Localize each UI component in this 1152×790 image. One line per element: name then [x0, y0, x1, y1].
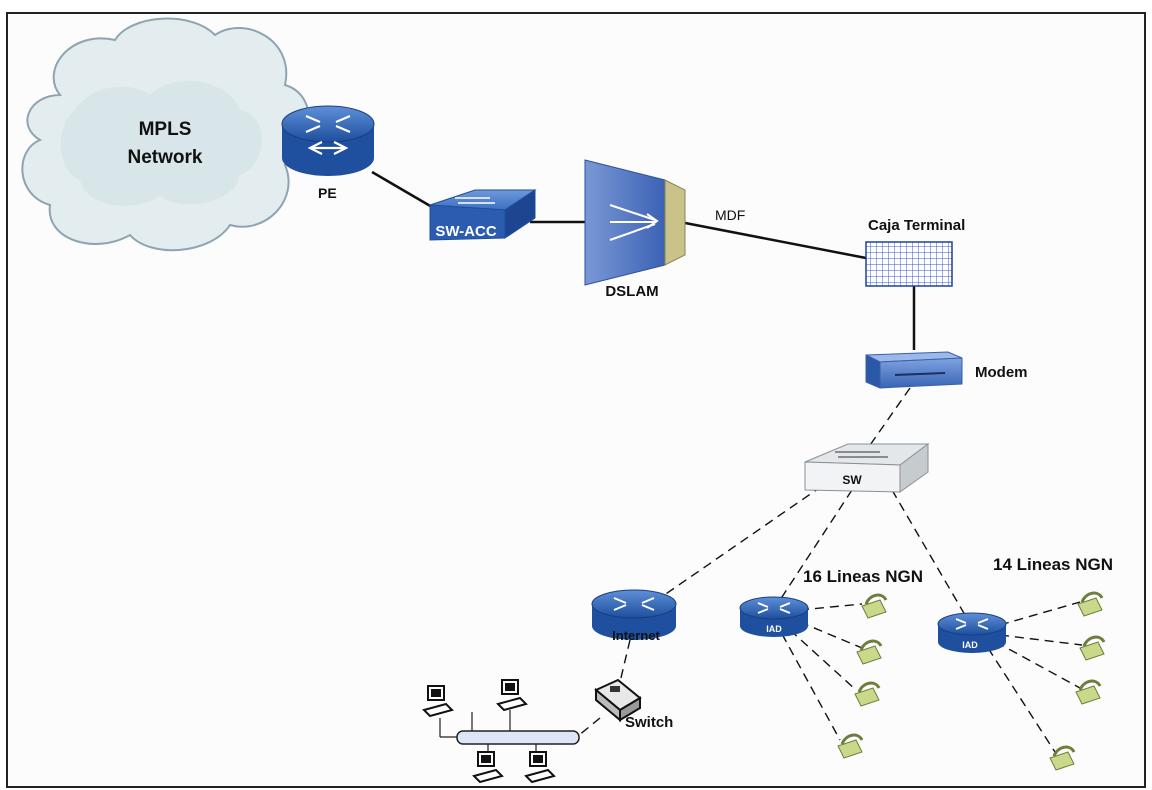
caja-terminal-icon — [865, 241, 953, 287]
pc-icon — [422, 685, 454, 718]
dashed-links — [577, 387, 1083, 753]
sw-switch-icon — [804, 443, 930, 493]
modem-icon — [865, 351, 963, 389]
mdf-label: MDF — [715, 207, 745, 223]
phone-icon — [837, 733, 864, 759]
lan-switch-icon — [594, 678, 642, 723]
caja-terminal-label: Caja Terminal — [868, 217, 965, 234]
link-modem-sw — [867, 387, 911, 449]
lines16-label: 16 Lineas NGN — [803, 567, 923, 586]
iad2-label: IAD — [962, 640, 978, 650]
link-sw-iad1 — [779, 489, 853, 601]
link-iad2-phone2 — [999, 634, 1083, 646]
mpls-cloud: MPLS Network — [21, 17, 311, 252]
link-sw-iad2 — [891, 489, 966, 616]
cloud-title-line2: Network — [128, 147, 203, 168]
link-iad1-phone2 — [799, 621, 863, 649]
link-iad1-phone3 — [789, 629, 857, 691]
phone-icon — [856, 639, 883, 665]
link-switch-lan — [577, 717, 601, 737]
pc-icon — [496, 679, 528, 712]
internet-router-icon — [591, 589, 677, 640]
iad1-router-icon — [739, 596, 809, 637]
phone-icon — [854, 681, 881, 707]
dslam-label: DSLAM — [605, 283, 658, 300]
pc-icon — [524, 751, 556, 784]
phone-icon — [1077, 591, 1104, 617]
sw-label: SW — [842, 473, 862, 487]
modem-label: Modem — [975, 364, 1028, 381]
lan-bus-icon — [439, 710, 580, 758]
iad1-label: IAD — [766, 624, 782, 634]
phone-icon — [1079, 635, 1106, 661]
link-internet-switch — [619, 639, 631, 683]
phone-icon — [1075, 679, 1102, 705]
sw-acc-label: SW-ACC — [435, 223, 497, 240]
dslam-icon — [584, 159, 686, 286]
lines14-label: 14 Lineas NGN — [993, 555, 1113, 574]
link-iad1-phone1 — [799, 603, 863, 611]
pe-label: PE — [318, 185, 337, 201]
link-pe-swacc — [371, 170, 433, 209]
sw-acc-switch-icon — [429, 189, 537, 241]
link-dslam-caja — [679, 220, 867, 260]
iad2-router-icon — [937, 612, 1007, 653]
internet-label: Internet — [612, 628, 660, 643]
link-iad2-phone3 — [995, 641, 1081, 689]
pc-icon — [472, 751, 504, 784]
link-iad1-phone4 — [781, 633, 841, 741]
link-iad2-phone4 — [987, 647, 1056, 753]
phone-icon — [1049, 745, 1076, 771]
cloud-title-line1: MPLS — [139, 119, 192, 140]
pe-router-icon — [281, 105, 375, 176]
link-sw-internet — [659, 485, 823, 599]
solid-links — [371, 170, 916, 350]
phone-icon — [861, 593, 888, 619]
link-iad2-phone1 — [999, 601, 1081, 626]
switch-label: Switch — [625, 714, 673, 731]
